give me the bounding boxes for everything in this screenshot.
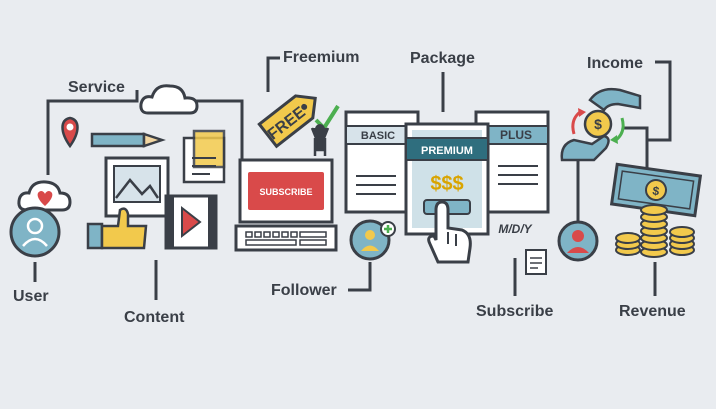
plan-premium-label: PREMIUM xyxy=(421,145,473,157)
billing-period-text: M/D/Y xyxy=(498,222,532,236)
subscriber-icon xyxy=(557,220,599,262)
free-tag-icon: FREE xyxy=(257,94,340,149)
invoice-icon xyxy=(525,249,547,275)
label-content: Content xyxy=(124,309,185,326)
add-follower-icon xyxy=(349,219,396,261)
image-icon xyxy=(104,156,170,218)
subscribe-button-text: SUBSCRIBE xyxy=(259,187,312,197)
label-freemium: Freemium xyxy=(283,49,360,66)
coin-hand-icon: $ xyxy=(560,87,642,162)
label-subscribe: Subscribe xyxy=(476,303,554,320)
label-service: Service xyxy=(68,79,125,96)
label-follower: Follower xyxy=(271,282,337,299)
pencil-icon xyxy=(90,132,166,148)
banknote-symbol: $ xyxy=(652,184,661,199)
user-avatar-icon xyxy=(9,206,61,258)
pointing-hand-icon xyxy=(427,200,472,264)
connector-lines xyxy=(33,56,672,300)
coin-symbol: $ xyxy=(594,116,602,132)
location-pin-icon xyxy=(61,116,79,149)
plan-basic-label: BASIC xyxy=(361,130,395,142)
price-symbol: $$$ xyxy=(430,173,463,195)
heart-cloud-icon xyxy=(17,180,72,212)
label-income: Income xyxy=(587,55,644,72)
label-user: User xyxy=(13,288,49,305)
cloud-icon xyxy=(139,84,199,115)
label-package: Package xyxy=(410,50,475,67)
document-icon xyxy=(182,129,226,184)
label-revenue: Revenue xyxy=(619,303,686,320)
laptop-icon: SUBSCRIBE xyxy=(234,158,338,252)
plan-plus-label: PLUS xyxy=(500,128,532,142)
coin-stack-icon xyxy=(615,204,695,258)
thumbs-up-icon xyxy=(86,207,148,250)
video-play-icon xyxy=(164,194,218,250)
person-raised-arms-icon xyxy=(310,124,330,156)
banknote-icon: $ xyxy=(609,162,703,218)
